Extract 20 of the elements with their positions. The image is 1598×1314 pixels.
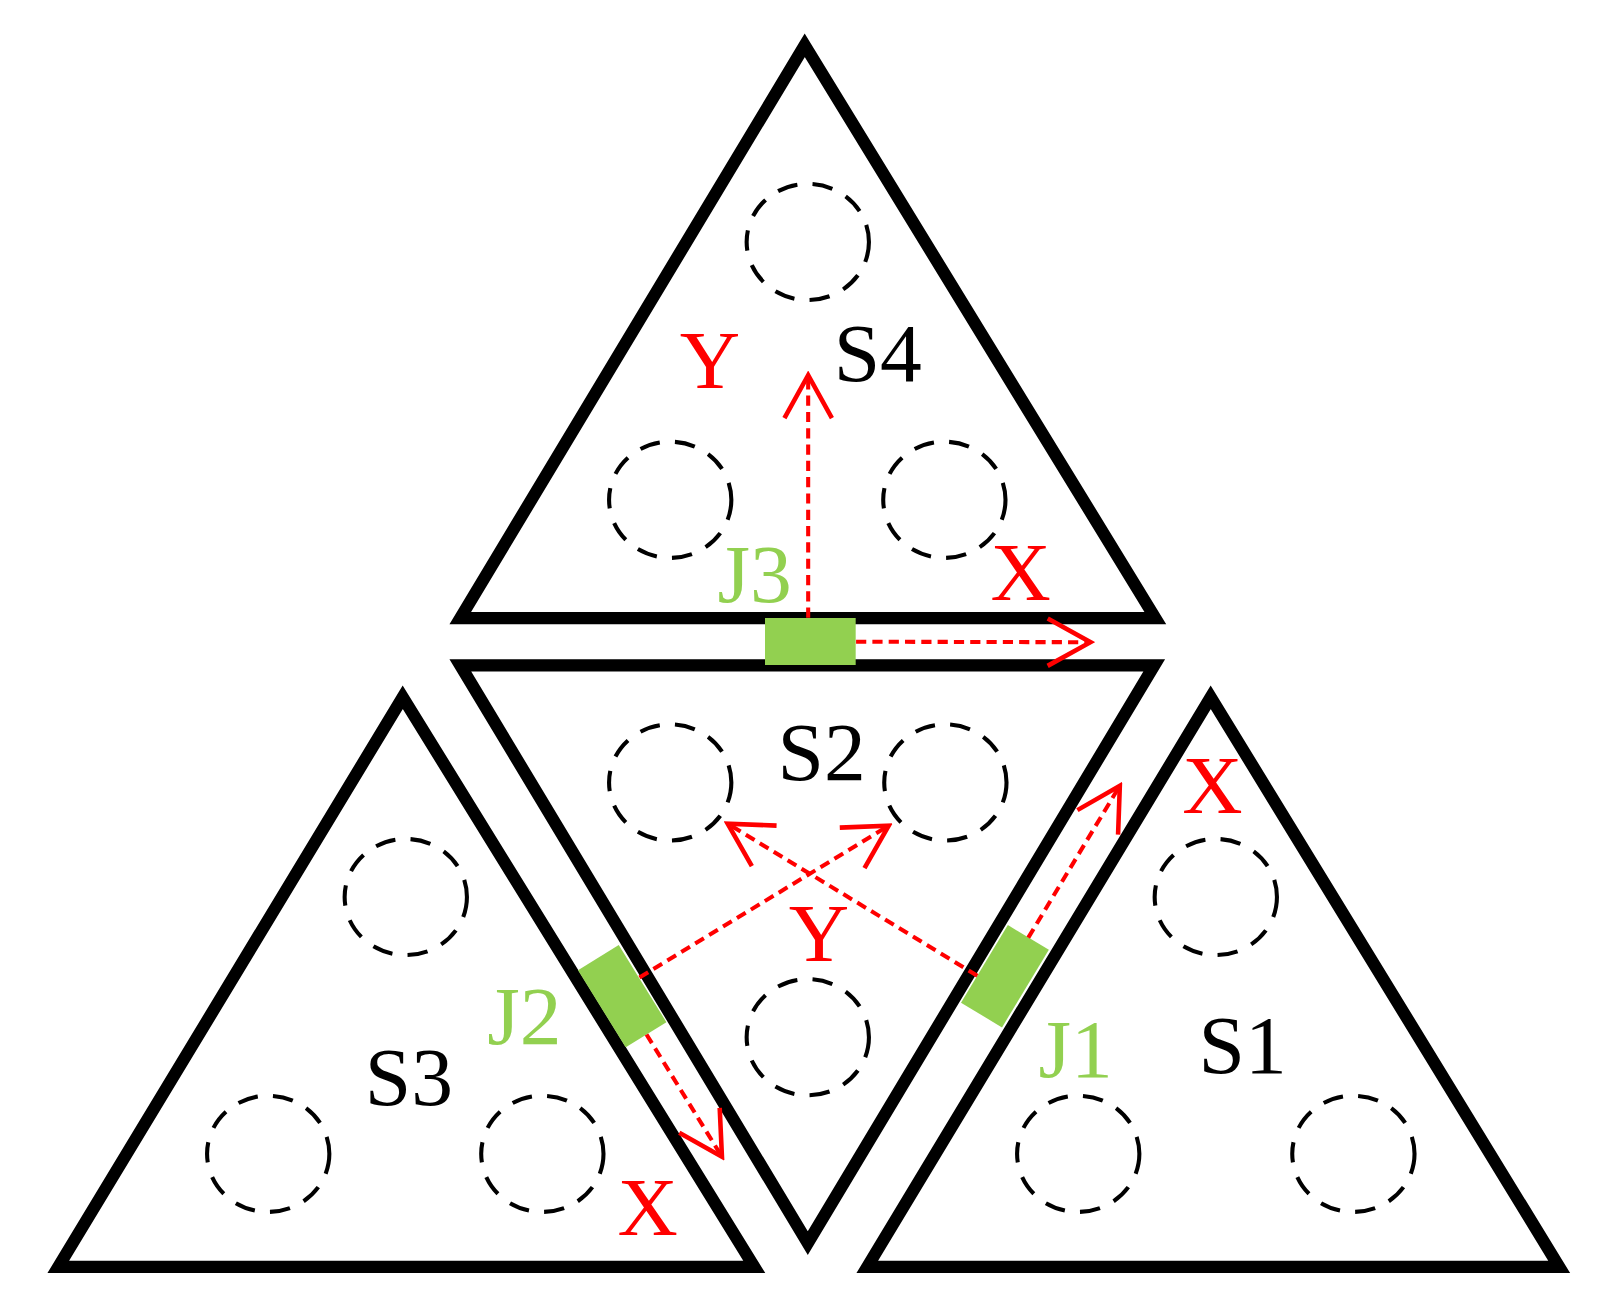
block-label: S4 bbox=[833, 321, 922, 385]
joint-block bbox=[765, 617, 857, 666]
joint-block bbox=[578, 944, 667, 1047]
axis-label: X bbox=[990, 541, 1051, 604]
dashed-arrow bbox=[644, 1033, 725, 1160]
axis-label: Y bbox=[679, 329, 741, 392]
dashed-arrow bbox=[856, 616, 1093, 669]
joint-label: J3 bbox=[717, 543, 792, 606]
block-label: S1 bbox=[1198, 1013, 1287, 1077]
joint-label: J2 bbox=[487, 985, 562, 1049]
dashed-arrow bbox=[638, 823, 891, 980]
axis-label: X bbox=[1182, 754, 1243, 817]
dashed-arrow bbox=[725, 821, 979, 978]
joint-label: J1 bbox=[1038, 1018, 1113, 1081]
dashed-arrow bbox=[1026, 783, 1123, 939]
axis-label: X bbox=[617, 1175, 678, 1239]
axis-label: Y bbox=[788, 901, 850, 965]
block-label: S3 bbox=[364, 1045, 454, 1109]
block-label: S2 bbox=[777, 721, 866, 785]
dashed-arrow bbox=[782, 372, 835, 618]
